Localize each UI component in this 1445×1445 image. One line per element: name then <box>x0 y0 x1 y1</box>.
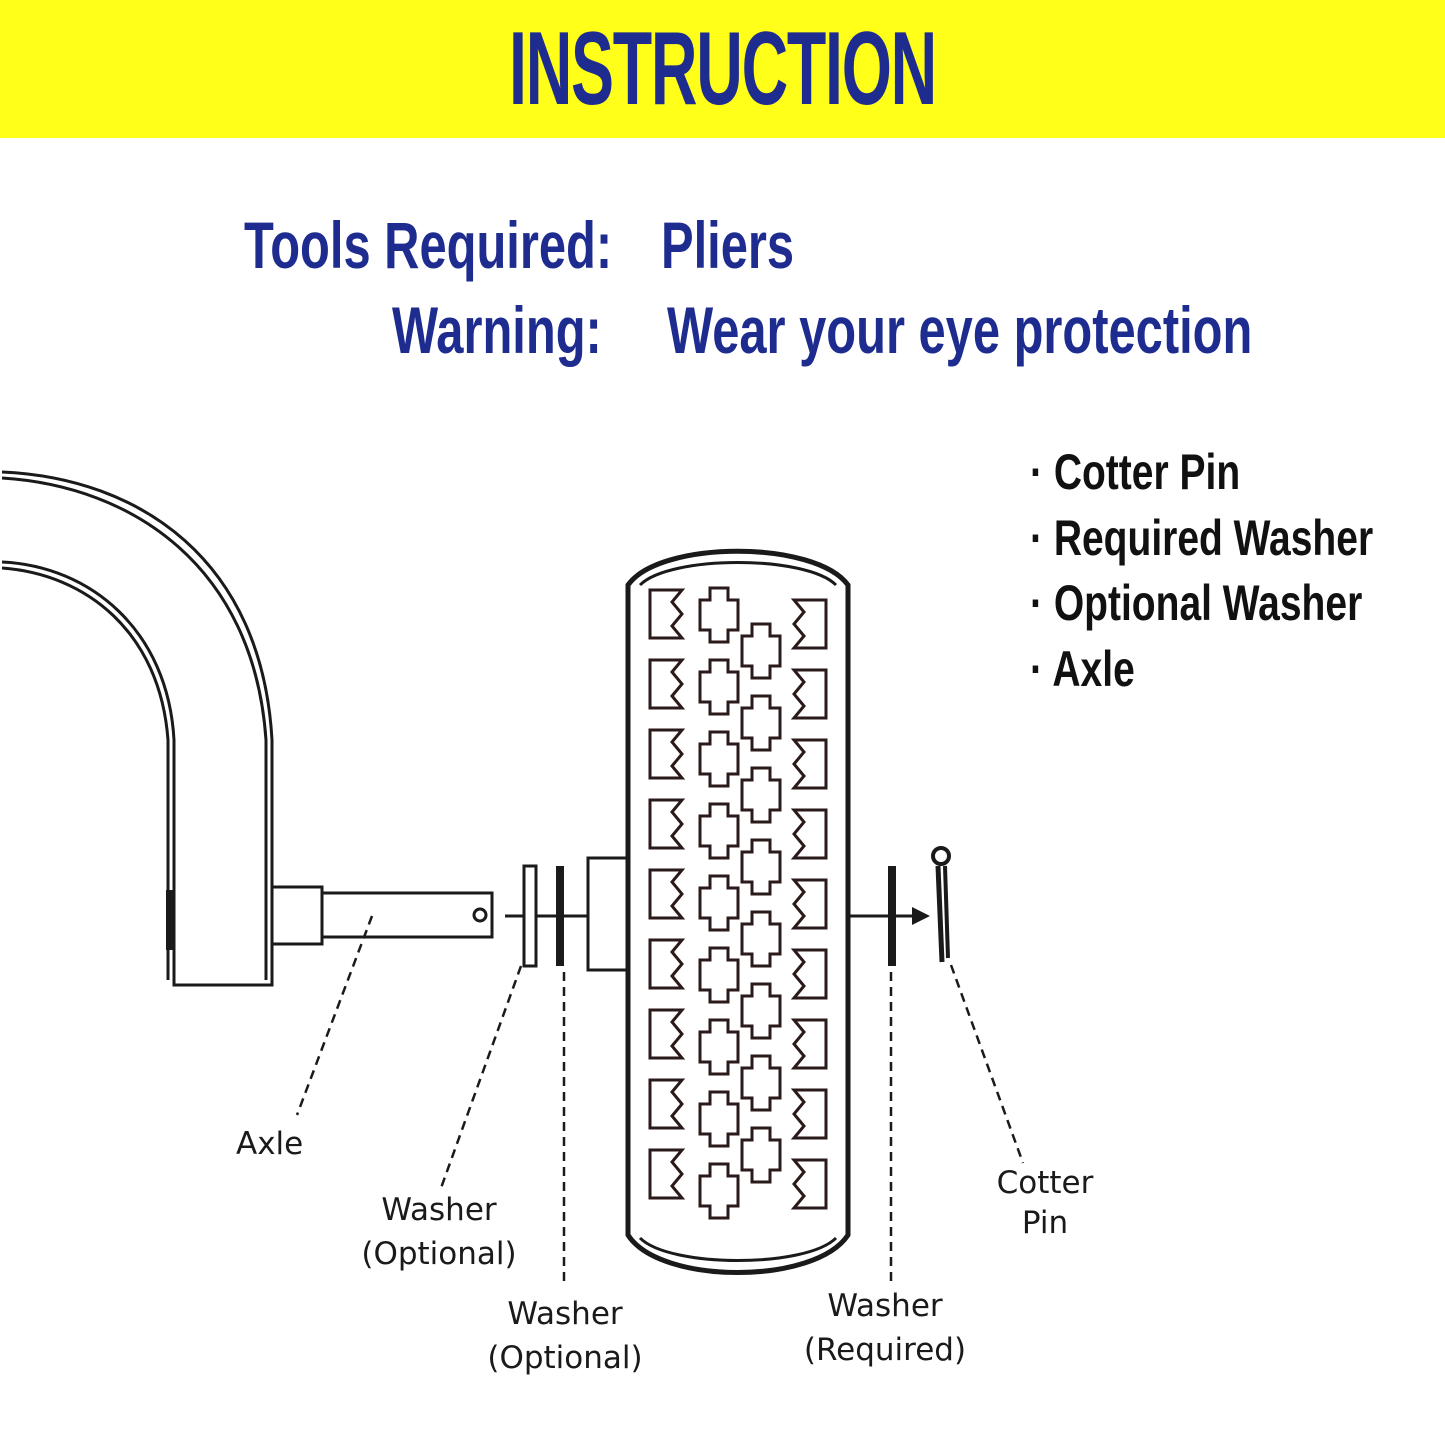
frame-tube-icon <box>1 470 274 987</box>
warning-label: Warning: <box>392 293 602 367</box>
tire-icon <box>625 548 851 1275</box>
callout-line: Washer <box>381 1192 497 1228</box>
callout-line: Pin <box>1021 1205 1069 1241</box>
washer-icon <box>522 864 538 968</box>
parts-list: · Cotter Pin · Required Washer · Optiona… <box>1030 440 1445 702</box>
cotter-pin-icon <box>931 846 951 963</box>
callout-line: Washer <box>507 1296 623 1332</box>
warning-value: Wear your eye protection <box>667 293 1253 367</box>
axle-icon <box>270 885 494 946</box>
washer-required-callout: Washer (Required) <box>785 1284 985 1372</box>
tools-required-label: Tools Required: <box>244 208 613 282</box>
instruction-banner: INSTRUCTION <box>0 0 1445 138</box>
axle-leader-line <box>295 915 374 1116</box>
washer-optional-callout: Washer (Optional) <box>344 1188 534 1276</box>
parts-list-item: · Required Washer <box>1030 509 1374 566</box>
cotter-pin-callout: Cotter Pin <box>975 1163 1115 1243</box>
banner-title: INSTRUCTION <box>509 11 937 127</box>
callout-line: (Optional) <box>487 1340 643 1376</box>
arrow-right-icon <box>505 907 930 925</box>
parts-list-item: · Cotter Pin <box>1030 444 1241 500</box>
axle-callout: Axle <box>236 1126 304 1162</box>
washer-icon <box>556 866 564 966</box>
callout-line: (Required) <box>803 1332 967 1368</box>
washer-optional-leader-line <box>439 965 523 1189</box>
callout-line: Washer <box>827 1288 943 1324</box>
tools-required-value: Pliers <box>661 208 795 282</box>
parts-list-item: · Optional Washer <box>1030 575 1363 631</box>
wheel-hub <box>586 856 630 972</box>
callout-line: (Optional) <box>361 1236 517 1272</box>
callout-line: Cotter <box>996 1165 1094 1201</box>
cotter-pin-leader-line <box>949 964 1025 1164</box>
washer-optional-callout: Washer (Optional) <box>470 1292 660 1380</box>
parts-list-item: · Axle <box>1030 640 1135 697</box>
